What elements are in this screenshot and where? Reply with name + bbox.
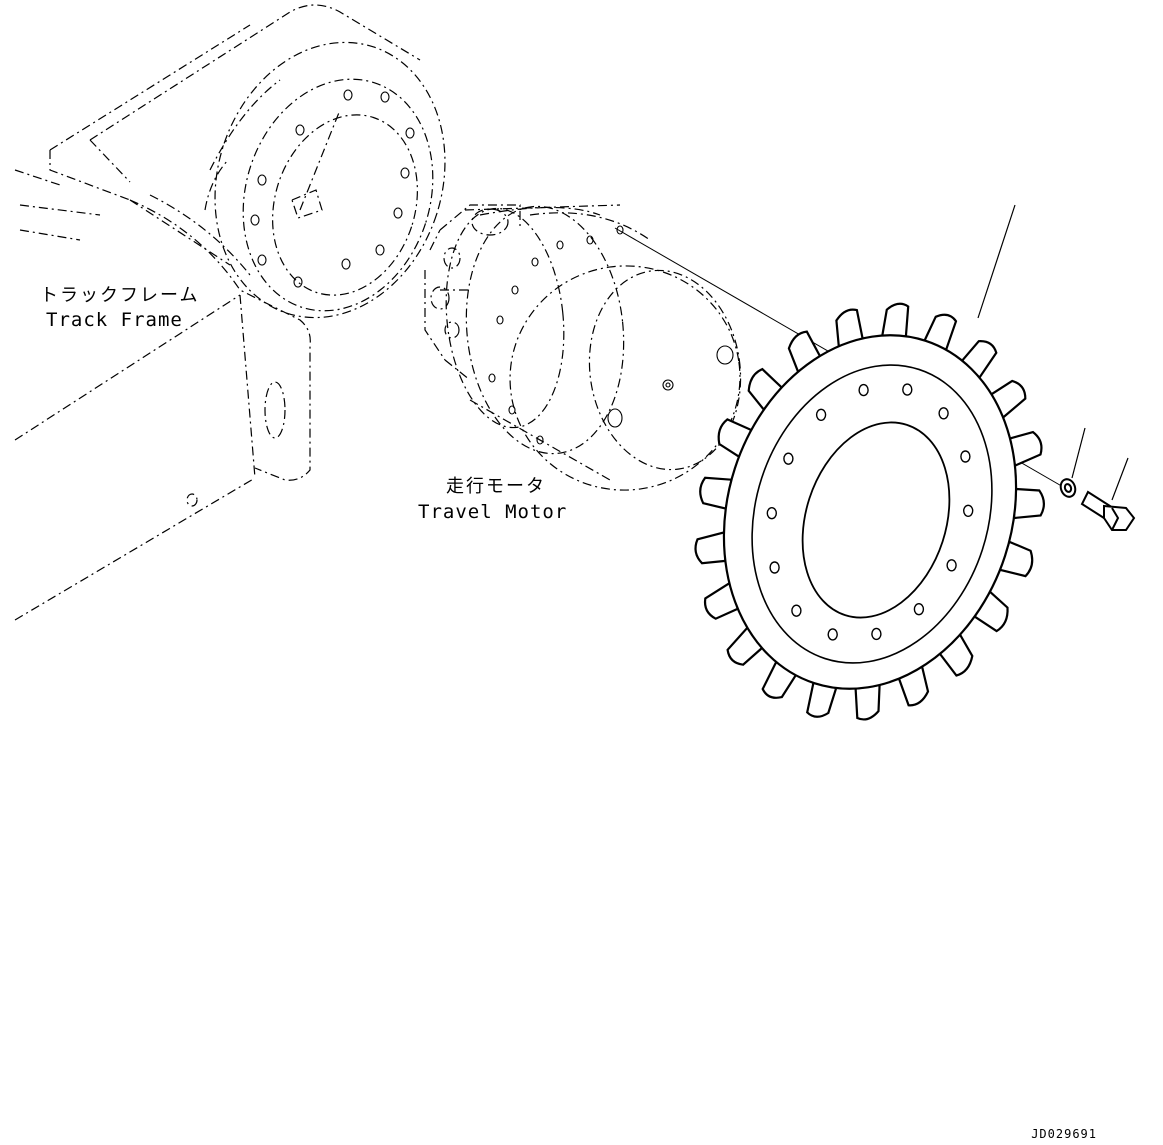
sprocket-tooth — [787, 330, 822, 374]
sprocket-bolt-circle — [751, 364, 993, 664]
sprocket-tooth — [923, 313, 958, 352]
sprocket-bolt-hole — [827, 628, 838, 641]
track-frame-label-jp: トラックフレーム — [40, 285, 200, 306]
travel-motor-label-jp: 走行モータ — [446, 476, 546, 497]
track-frame-drawing — [14, 4, 446, 621]
motor-bolt-holes — [488, 225, 734, 445]
sprocket-bolt-hole — [938, 407, 949, 420]
sprocket-tooth — [973, 589, 1009, 633]
sprocket-bolt-hole — [963, 504, 974, 517]
sprocket-bolt-holes — [766, 383, 974, 641]
sprocket-bolt-hole — [946, 559, 957, 572]
sprocket-tooth — [703, 581, 740, 620]
sprocket-leader — [977, 204, 1016, 319]
travel-motor-drawing — [424, 204, 742, 491]
frame-bolt-holes — [250, 89, 415, 288]
sprocket-bolt-hole — [913, 603, 925, 616]
travel-motor-label-en: Travel Motor — [418, 501, 568, 523]
drawing-id: JD029691 — [1031, 1127, 1097, 1141]
sprocket-outer-rim — [722, 334, 1018, 690]
track-frame-label-en: Track Frame — [46, 309, 183, 331]
sprocket-bolt-hole — [858, 383, 869, 397]
sprocket-inner-bore — [801, 421, 951, 619]
bolt-leader — [1111, 457, 1129, 501]
sprocket-tooth — [699, 476, 733, 510]
sprocket-bolt-hole — [902, 383, 913, 396]
sprocket-bolt-hole — [815, 408, 827, 421]
bolt-drawing — [1080, 490, 1136, 531]
sprocket-tooth — [938, 632, 974, 677]
sprocket-tooth — [1008, 430, 1043, 468]
washer-leader — [1071, 427, 1086, 479]
sprocket-tooth — [854, 683, 881, 721]
sprocket-bolt-hole — [960, 450, 971, 463]
sprocket-tooth — [835, 308, 864, 348]
sprocket-tooth — [998, 540, 1034, 578]
sprocket-bolt-hole — [783, 452, 794, 465]
sprocket-bolt-hole — [791, 604, 802, 617]
sprocket-tooth — [1012, 487, 1045, 520]
sprocket-drawing — [694, 302, 1045, 721]
washer-drawing — [1059, 478, 1077, 498]
sprocket-bolt-hole — [769, 561, 780, 574]
sprocket-bolt-hole — [766, 507, 777, 520]
leader-lines — [977, 204, 1129, 501]
sprocket-tooth — [880, 302, 910, 338]
sprocket-tooth — [747, 367, 784, 412]
sprocket-tooth — [806, 681, 838, 718]
sprocket-tooth — [694, 530, 727, 565]
sprocket-bolt-hole — [871, 627, 882, 641]
